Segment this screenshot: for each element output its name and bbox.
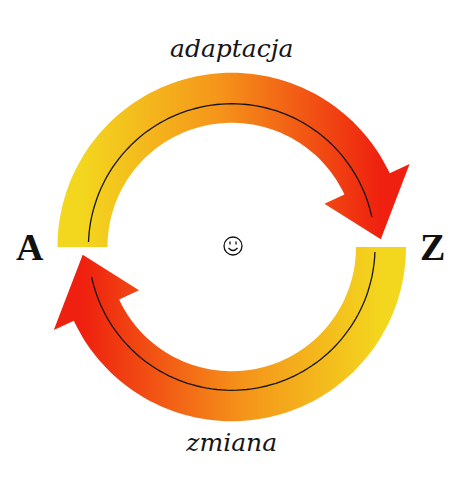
letter-node: Z — [416, 226, 449, 268]
arrow-band — [58, 73, 410, 247]
cycle-arrow — [54, 247, 406, 421]
cycle-arrow — [58, 73, 410, 247]
smiley-mouth — [229, 248, 238, 251]
edge-label: zmiana — [186, 429, 277, 457]
arrow-inner-line — [89, 104, 372, 242]
arrow-inner-line — [92, 252, 375, 390]
smiley-eye — [229, 242, 230, 245]
smiley-outline — [224, 237, 242, 255]
edge-label: adaptacja — [170, 35, 293, 63]
node-letter: Z — [420, 228, 445, 266]
smiley-face — [224, 237, 242, 255]
node-letter: A — [16, 228, 43, 266]
arrow-band — [54, 247, 406, 421]
smiley-eye — [235, 242, 236, 245]
letter-node: A — [12, 226, 47, 268]
